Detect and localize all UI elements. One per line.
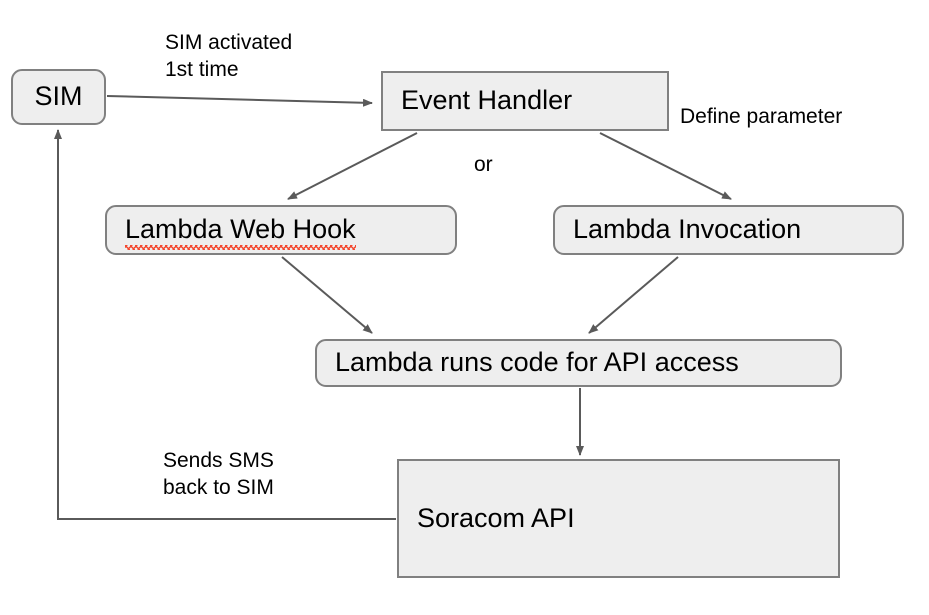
node-sim-label: SIM <box>34 81 83 112</box>
edge-invocation-to-lambda-runs <box>588 256 679 334</box>
node-soracom-api[interactable]: Soracom API <box>397 459 840 578</box>
node-event-handler[interactable]: Event Handler <box>381 71 669 131</box>
edge-sim-to-event-handler <box>106 95 373 107</box>
edge-web-hook-to-lambda-runs <box>281 256 373 334</box>
node-lambda-web-hook-text: Lambda Web Hook <box>125 214 356 245</box>
edge-label-or: or <box>474 153 493 176</box>
node-lambda-web-hook[interactable]: Lambda Web Hook <box>105 205 457 255</box>
spellcheck-underline-icon <box>125 244 356 250</box>
edge-event-handler-to-web-hook <box>287 132 418 200</box>
node-lambda-invocation[interactable]: Lambda Invocation <box>553 205 904 255</box>
node-lambda-invocation-label: Lambda Invocation <box>573 214 802 245</box>
edge-event-handler-to-invocation <box>599 132 732 200</box>
node-lambda-runs-code[interactable]: Lambda runs code for API access <box>315 339 842 387</box>
node-soracom-api-label: Soracom API <box>417 502 575 533</box>
node-lambda-runs-code-label: Lambda runs code for API access <box>335 347 739 378</box>
node-lambda-web-hook-label: Lambda Web Hook <box>125 214 356 250</box>
node-event-handler-label: Event Handler <box>401 85 573 116</box>
edge-label-sim-activated: SIM activated 1st time <box>165 31 293 81</box>
edge-label-define-parameter: Define parameter <box>680 105 843 128</box>
node-sim[interactable]: SIM <box>11 69 106 125</box>
edge-label-sends-sms-back-to-sim: Sends SMS back to SIM <box>163 449 274 499</box>
